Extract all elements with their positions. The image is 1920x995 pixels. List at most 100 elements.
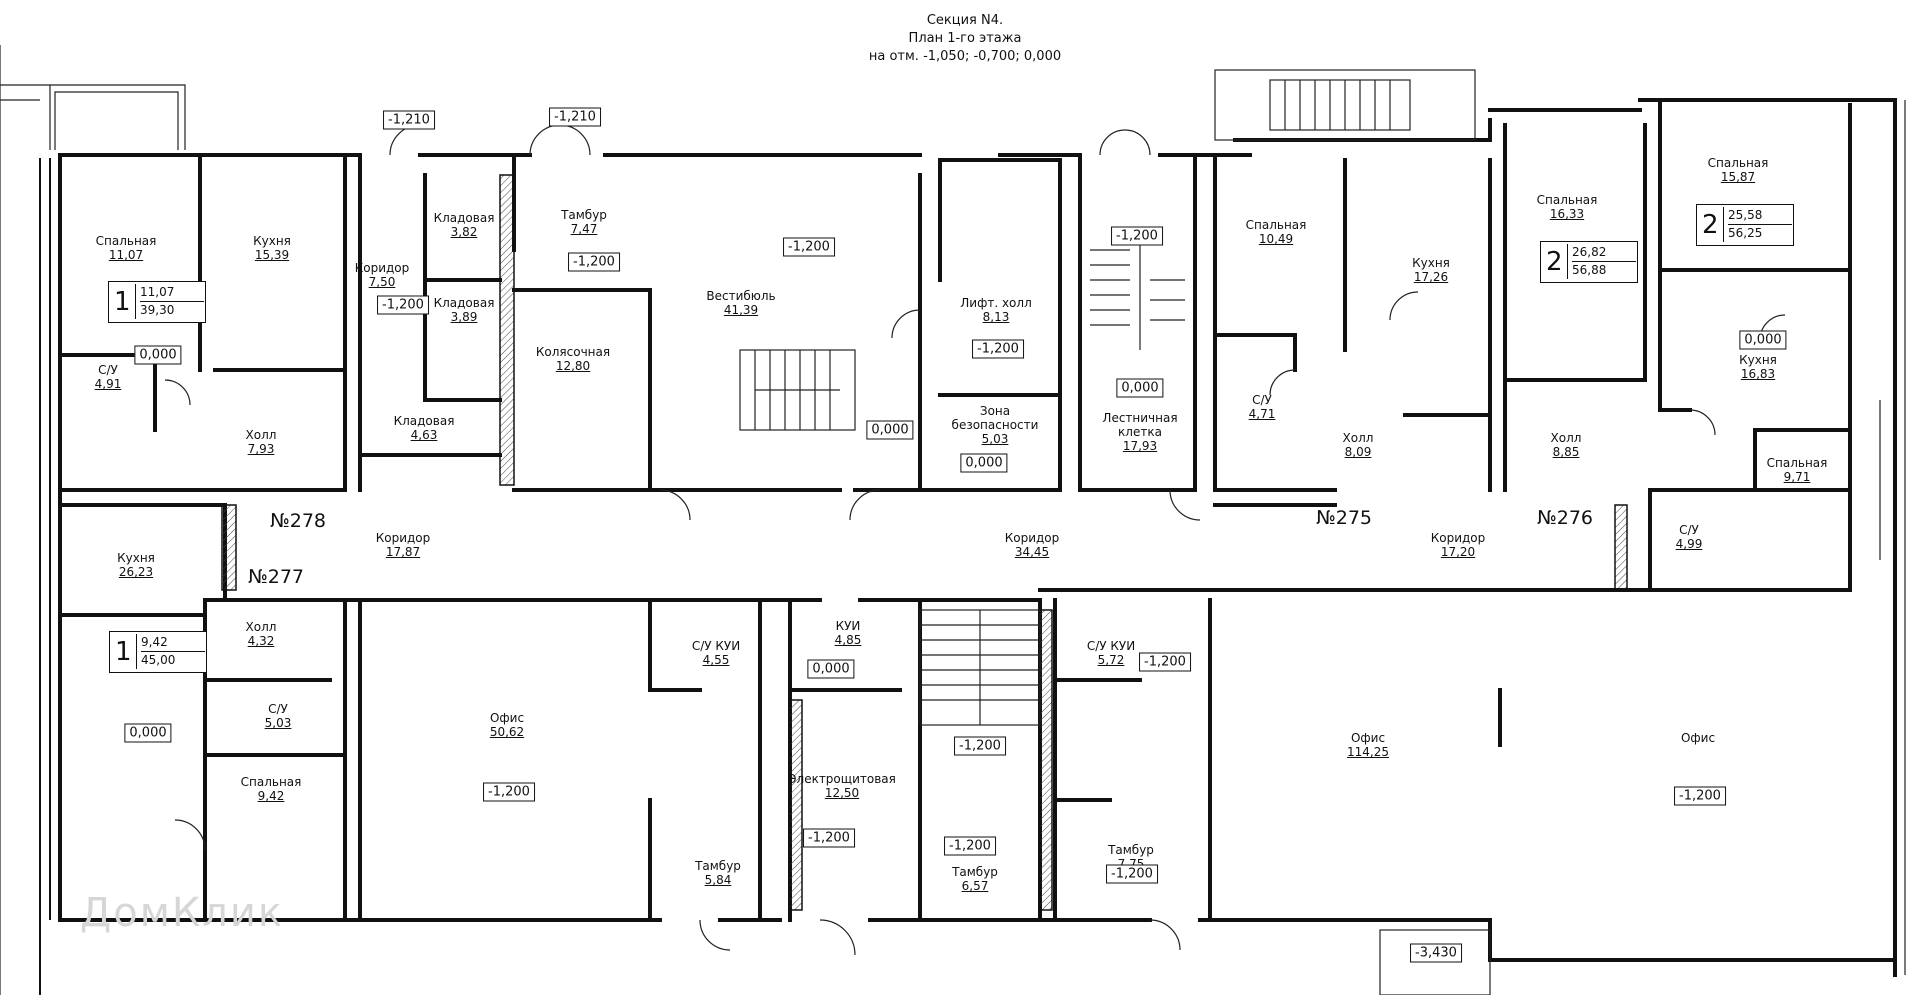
room-name: Кладовая	[433, 296, 495, 310]
plan-title: Секция N4. План 1-го этажа на отм. -1,05…	[869, 12, 1061, 66]
room-name: Лестничная клетка	[1102, 411, 1178, 439]
level-mark: -1,200	[1674, 786, 1726, 806]
plan-title-line2: План 1-го этажа	[908, 31, 1022, 46]
level-mark: -1,200	[377, 295, 429, 315]
level-mark: -1,210	[549, 107, 601, 127]
room-name: Кухня	[253, 234, 291, 248]
room-name: Вестибюль	[706, 289, 776, 303]
room-name: Коридор	[1430, 531, 1486, 545]
room-name: КУИ	[835, 619, 861, 633]
level-mark: -1,200	[1111, 226, 1163, 246]
level-mark: 0,000	[1116, 378, 1164, 398]
level-mark: 0,000	[960, 453, 1008, 473]
room-area: 9,42	[257, 789, 285, 803]
room-name: Тамбур	[561, 208, 607, 222]
top-stair-block	[1214, 69, 1476, 141]
room-area: 3,89	[450, 310, 478, 324]
room-area: 41,39	[723, 303, 759, 317]
level-mark: -1,200	[972, 339, 1024, 359]
room-area: 12,80	[555, 359, 591, 373]
room-area: 26,23	[118, 565, 154, 579]
room-name: Офис	[489, 711, 525, 725]
lobby-walls	[512, 153, 1062, 492]
apartment-rooms-count: 2	[1546, 247, 1563, 277]
room-area: 10,49	[1258, 232, 1294, 246]
room-area: 4,99	[1675, 537, 1703, 551]
room-name: Кухня	[1412, 256, 1450, 270]
room-area: 114,25	[1347, 745, 1389, 759]
room-area: 16,33	[1549, 207, 1585, 221]
room-area: 9,71	[1783, 470, 1811, 484]
room-area: 17,87	[385, 545, 421, 559]
room-name: Спальная	[95, 234, 157, 248]
apartment-living-area: 26,82	[1572, 244, 1636, 262]
room-name: Кладовая	[393, 414, 455, 428]
room-name: Кухня	[117, 551, 155, 565]
room-area: 4,63	[410, 428, 438, 442]
level-mark: -1,200	[954, 736, 1006, 756]
plan-title-line3: на отм. -1,050; -0,700; 0,000	[868, 49, 1062, 64]
level-mark: -1,200	[783, 237, 835, 257]
room-name: Спальная	[1707, 156, 1769, 170]
level-mark: -3,430	[1410, 943, 1462, 963]
room-name: С/У	[1679, 523, 1699, 537]
room-area: 8,09	[1344, 445, 1372, 459]
room-name: Колясочная	[535, 345, 611, 359]
apartment-rooms-count: 2	[1702, 210, 1719, 240]
stairwell-walls	[1078, 153, 1197, 492]
section-276-label: №276	[1536, 507, 1594, 529]
room-name: Холл	[1342, 431, 1374, 445]
room-area: 34,45	[1014, 545, 1050, 559]
level-mark: -1,200	[568, 252, 620, 272]
room-area: 7,93	[247, 442, 275, 456]
level-mark: -1,200	[803, 828, 855, 848]
apartment-rooms-count: 1	[115, 637, 132, 667]
level-mark: -1,200	[1106, 864, 1158, 884]
room-name: Спальная	[1245, 218, 1307, 232]
room-area: 8,85	[1552, 445, 1580, 459]
room-name: Электрощитовая	[788, 772, 896, 786]
room-name: Тамбур	[695, 859, 741, 873]
room-name: С/У КУИ	[1086, 639, 1136, 653]
room-area: 4,71	[1248, 407, 1276, 421]
room-label: Офис	[1681, 731, 1715, 745]
room-name: Офис	[1680, 731, 1716, 745]
apartment-rooms-count: 1	[114, 287, 131, 317]
room-name: Коридор	[375, 531, 431, 545]
room-area: 4,91	[94, 377, 122, 391]
room-name: Коридор	[1004, 531, 1060, 545]
room-area: 16,83	[1740, 367, 1776, 381]
apt276-walls	[1503, 98, 1852, 592]
room-area: 5,03	[264, 716, 292, 730]
apartment-total-area: 39,30	[140, 303, 175, 317]
room-area: 50,62	[489, 725, 525, 739]
room-area: 15,39	[254, 248, 290, 262]
